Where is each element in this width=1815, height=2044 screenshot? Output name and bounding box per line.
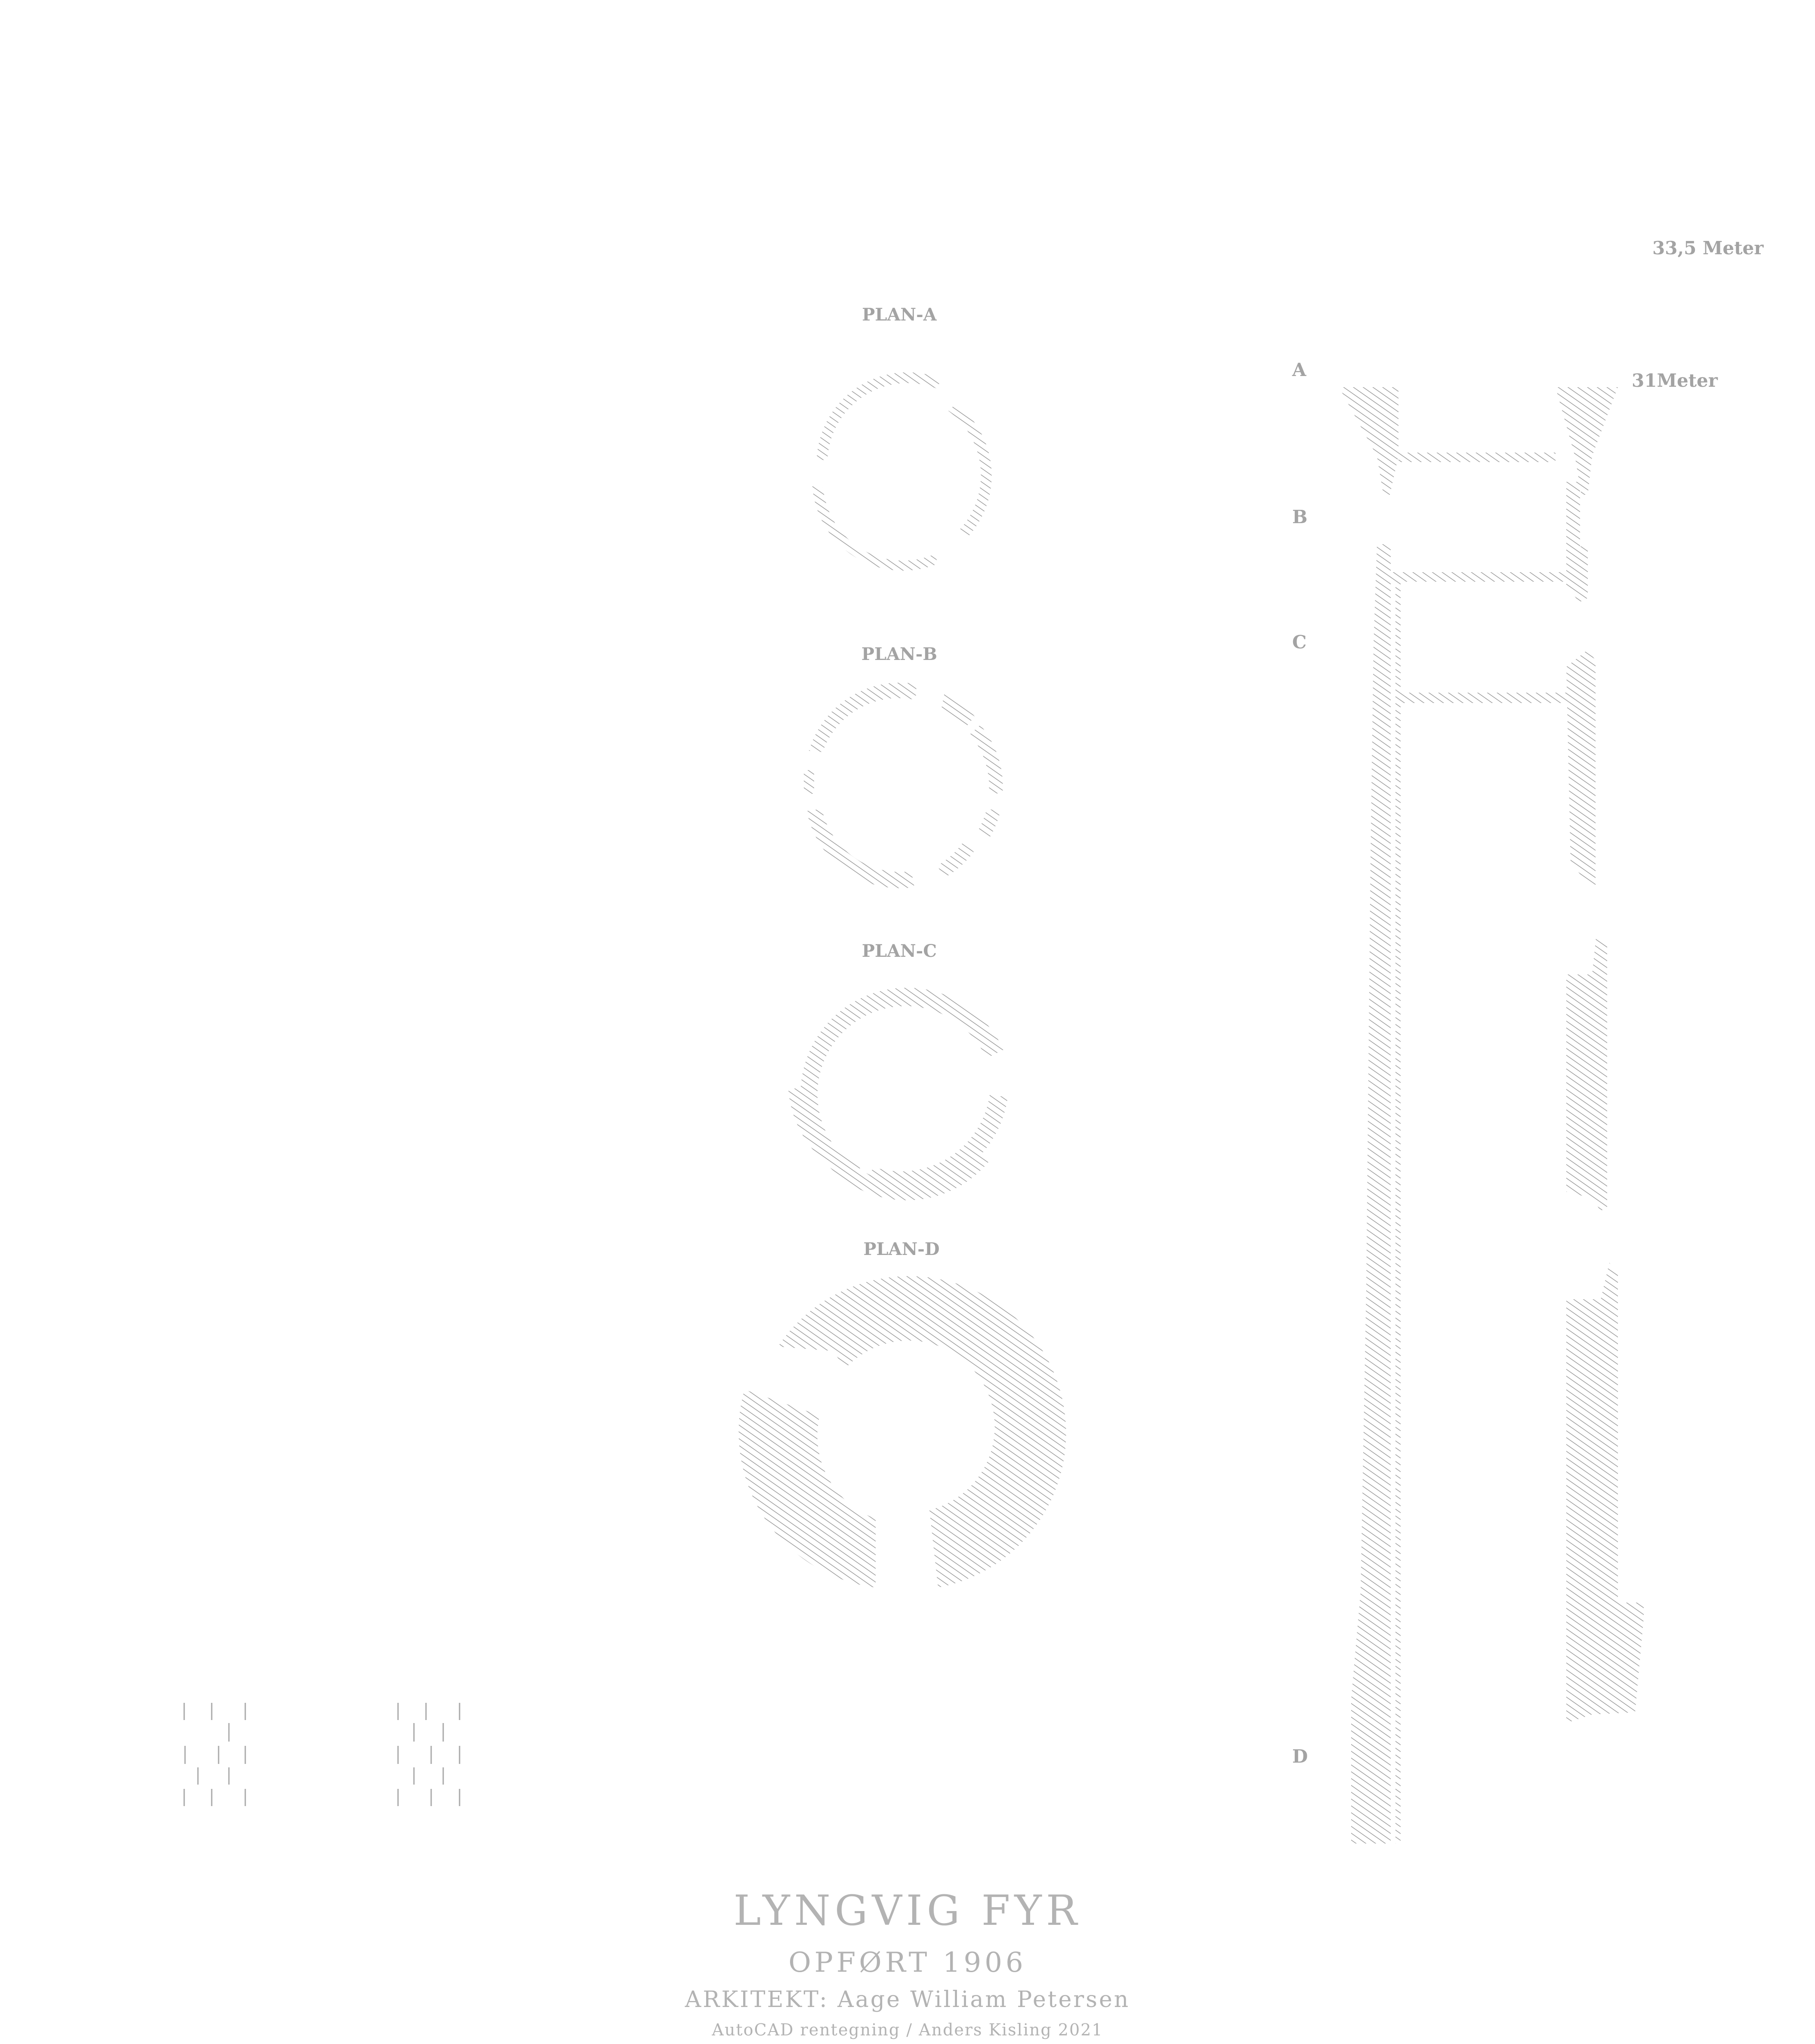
plan-c-label: PLAN-C: [861, 941, 937, 961]
drawing-title: LYNGVIG FYR: [733, 1887, 1082, 1935]
corner-marks: [183, 1703, 460, 1806]
plan-d-label: PLAN-D: [863, 1239, 940, 1259]
section-level-b: B: [1292, 506, 1308, 527]
section-drawing: [1339, 387, 1644, 1844]
plan-b-label: PLAN-B: [861, 644, 938, 664]
height-label-top: 33,5 Meter: [1652, 237, 1764, 259]
section-level-c: C: [1292, 632, 1307, 653]
plan-d-drawing: [738, 1276, 1066, 1588]
drawing-built: OPFØRT 1906: [788, 1947, 1027, 1979]
section-level-a: A: [1292, 359, 1306, 380]
drawing-credit: AutoCAD rentegning / Anders Kisling 2021: [712, 2020, 1103, 2039]
plan-b-drawing: [804, 682, 1003, 888]
plan-a-drawing: [812, 372, 992, 571]
plan-a-label: PLAN-A: [862, 305, 937, 325]
section-level-d: D: [1292, 1746, 1308, 1767]
height-label-upper: 31Meter: [1632, 370, 1718, 391]
drawing-architect: ARKITEKT: Aage William Petersen: [685, 1987, 1130, 2013]
plan-c-drawing: [788, 987, 1008, 1200]
